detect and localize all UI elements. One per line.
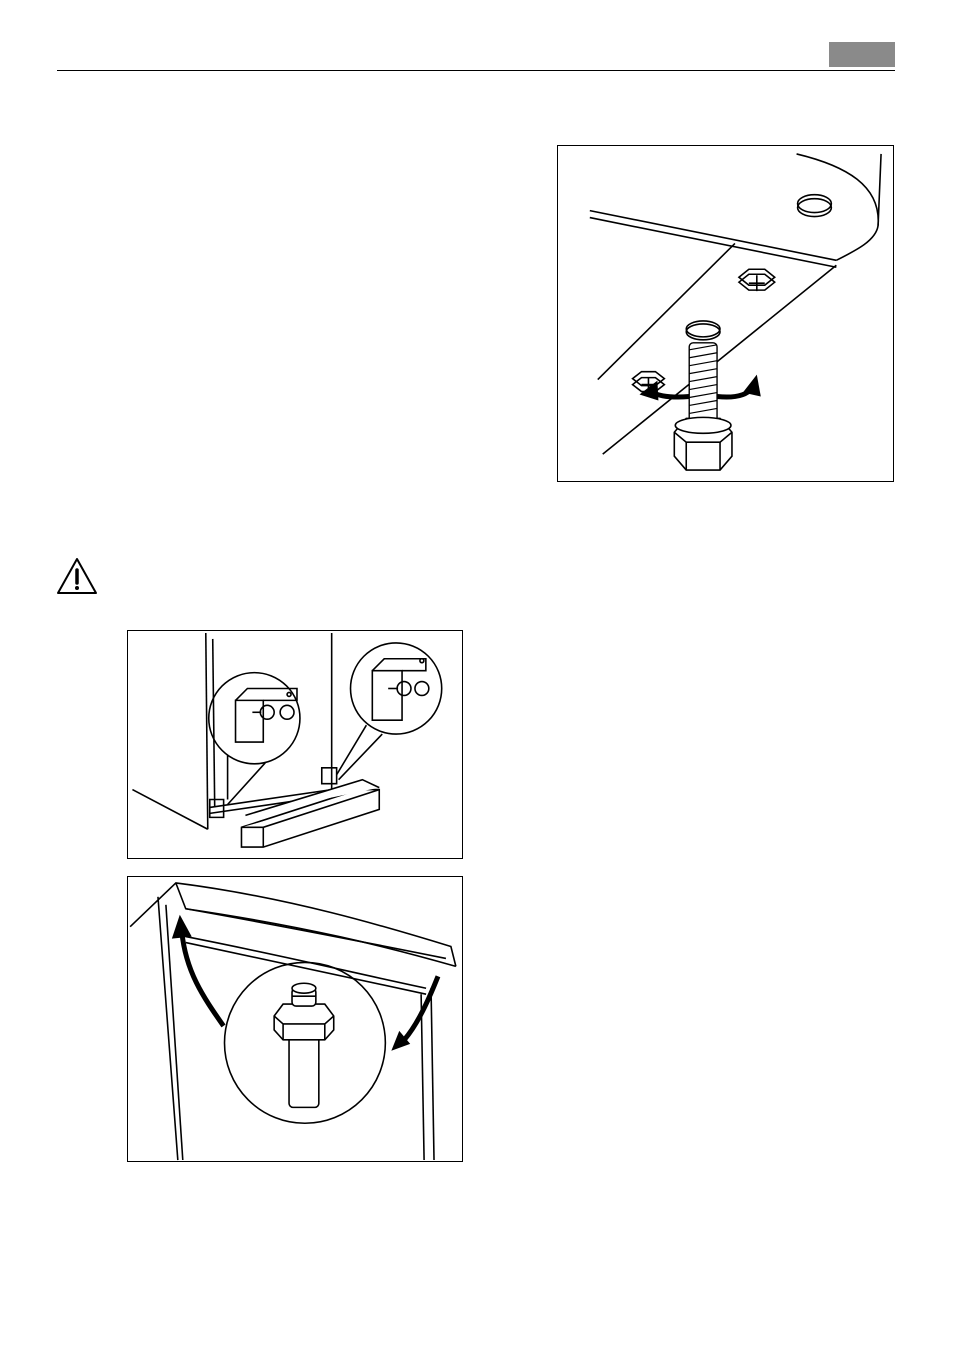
warning-triangle-icon bbox=[55, 556, 99, 596]
bracket-detail-icon bbox=[128, 631, 462, 858]
door-hinge-pin-figure bbox=[127, 876, 463, 1162]
adjustable-foot-figure bbox=[557, 145, 894, 482]
plinth-brackets-figure bbox=[127, 630, 463, 859]
foot-screw-icon bbox=[558, 146, 893, 481]
header-rule bbox=[57, 70, 895, 71]
plinth-icon bbox=[241, 780, 379, 847]
hinge-pin-icon bbox=[128, 877, 462, 1161]
header-language-tab bbox=[829, 42, 895, 67]
